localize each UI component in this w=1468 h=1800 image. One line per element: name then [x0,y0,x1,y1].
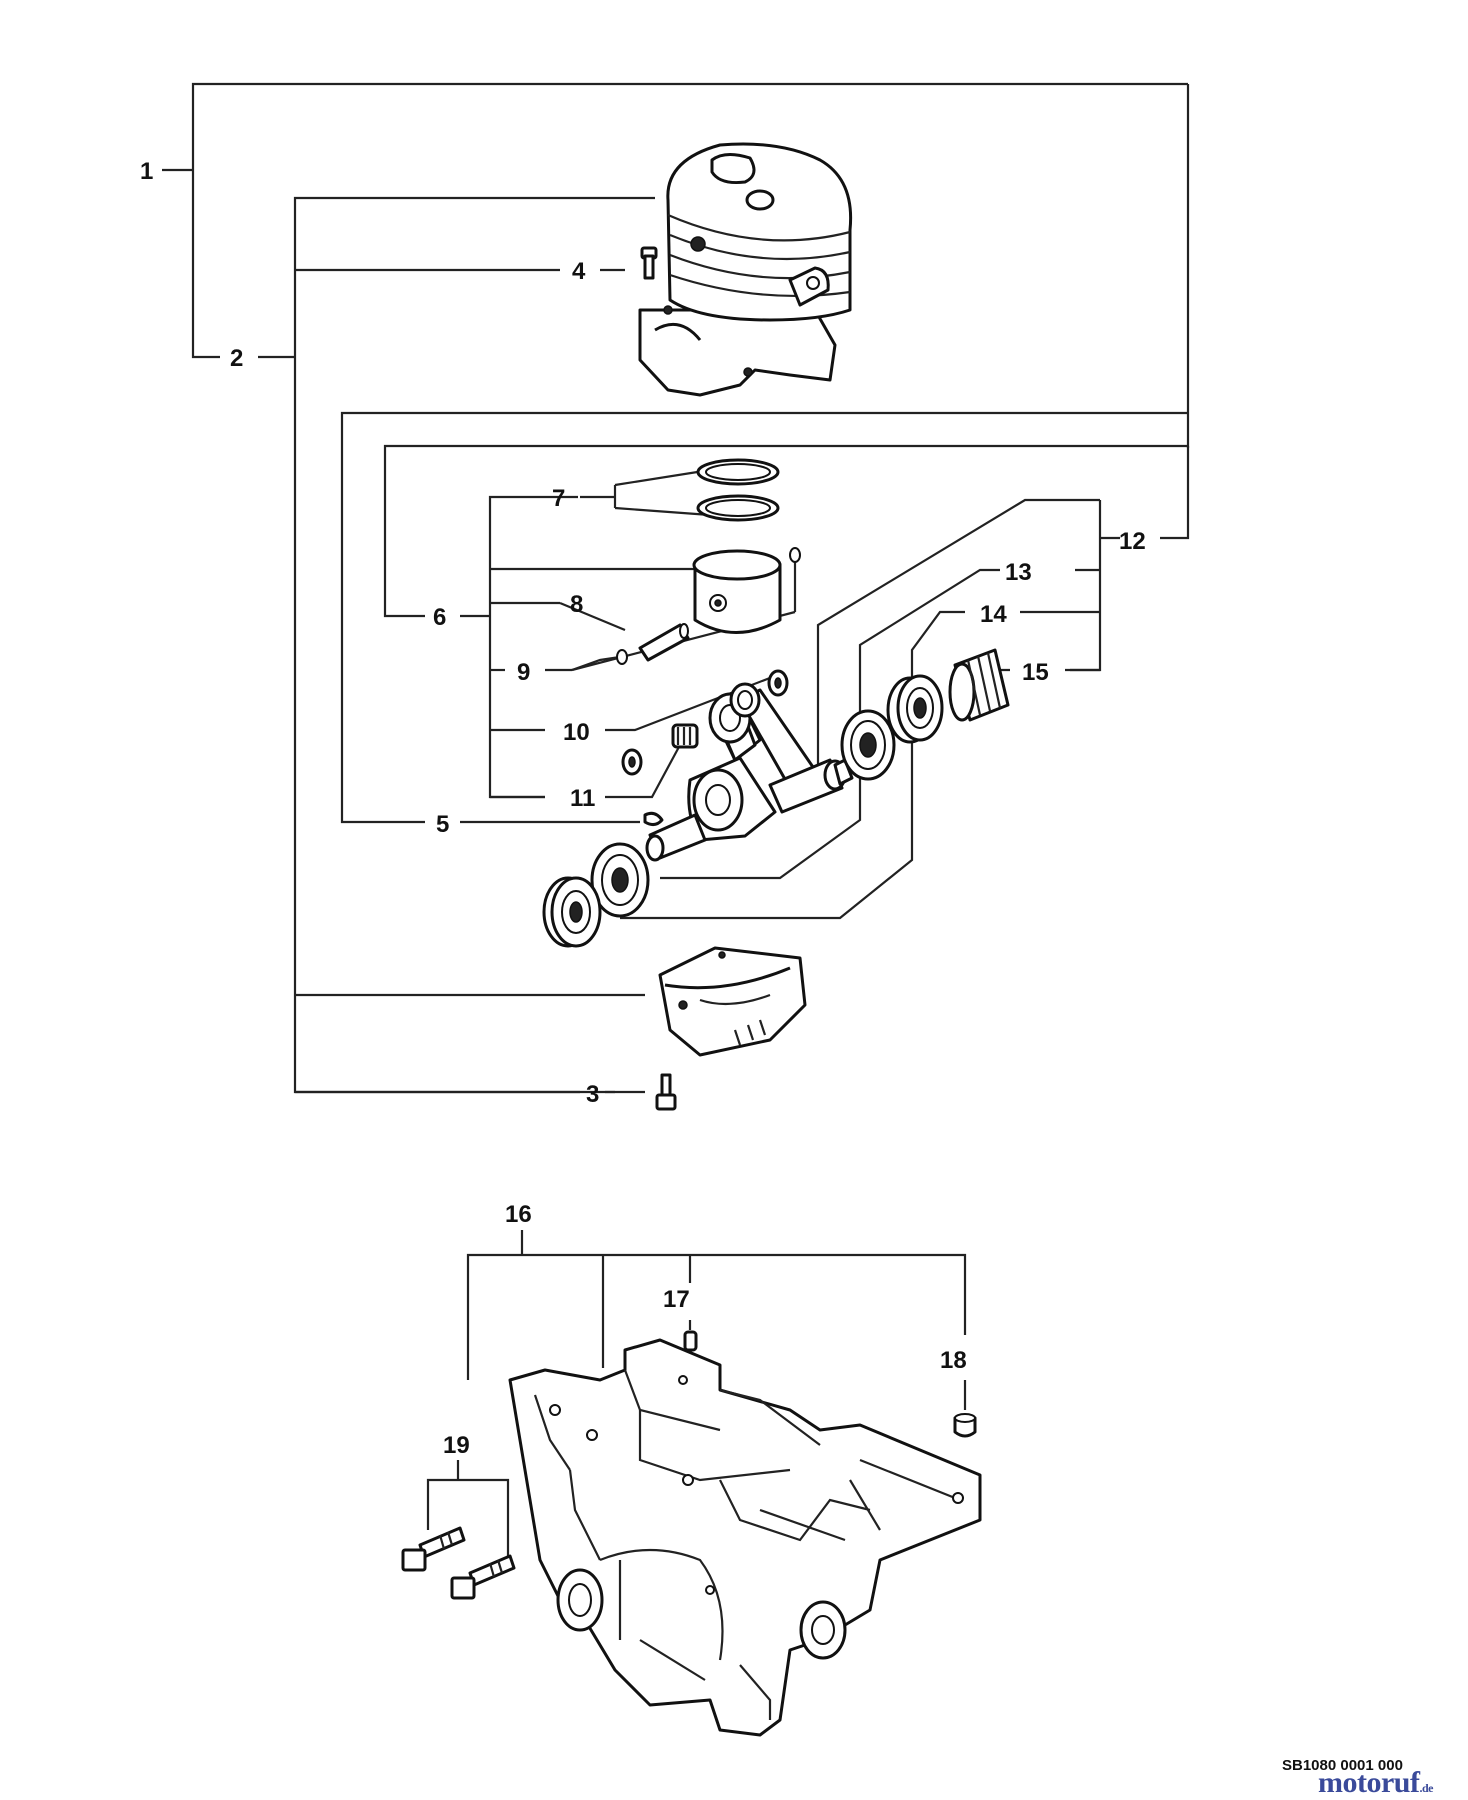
key-part [643,811,664,827]
callout-8: 8 [570,591,583,618]
needle-bearing-part [671,723,699,749]
cylinder-part [638,142,853,397]
callout-labels: 1 2 4 7 6 8 9 10 11 5 12 13 14 15 3 16 1… [140,158,1146,1459]
callout-19: 19 [443,1432,470,1459]
watermark-logo: motoruf.de [1318,1766,1433,1800]
screw-part-4 [640,246,658,280]
callout-1: 1 [140,158,153,185]
washer-part [621,669,789,776]
piston-rings-part [696,458,780,522]
callout-18: 18 [940,1347,967,1374]
dowel-pin-part [683,1330,698,1352]
watermark-suffix: .de [1419,1781,1433,1795]
drawing-reference-code: SB1080 0001 000 [1282,1757,1403,1774]
seal-ring-part-right [886,674,944,744]
callout-3: 3 [586,1081,599,1108]
seal-ring-part-left [542,876,602,948]
crankshaft-part [645,682,854,862]
callout-11: 11 [570,785,595,812]
callout-13: 13 [1005,559,1032,586]
callout-14: 14 [980,601,1007,628]
piston-part [692,549,782,634]
piston-pin-part [638,623,690,662]
spring-part-15 [948,648,1010,722]
callout-5: 5 [436,811,449,838]
callout-15: 15 [1022,659,1049,686]
crankcase-housing-part [508,1338,982,1737]
callout-6: 6 [433,604,446,631]
callout-10: 10 [563,719,590,746]
watermark-name: motoruf [1318,1766,1420,1799]
leader-lines [162,82,1190,1560]
circlip-part [789,547,801,563]
callout-7: 7 [552,485,565,512]
bolt-part-19a [401,1526,466,1572]
screw-part-3 [655,1073,677,1111]
callout-4: 4 [572,258,586,285]
plug-part [953,1413,977,1438]
callout-2: 2 [230,345,243,372]
callout-12: 12 [1119,528,1146,555]
callout-16: 16 [505,1201,532,1228]
ball-bearing-part-right [840,709,896,781]
crankcase-bottom-part [658,946,807,1057]
bolt-part-19b [450,1554,516,1600]
callout-9: 9 [517,659,530,686]
callout-17: 17 [663,1286,690,1313]
ball-bearing-part-left [590,842,650,918]
circlip-part-9 [616,649,628,665]
